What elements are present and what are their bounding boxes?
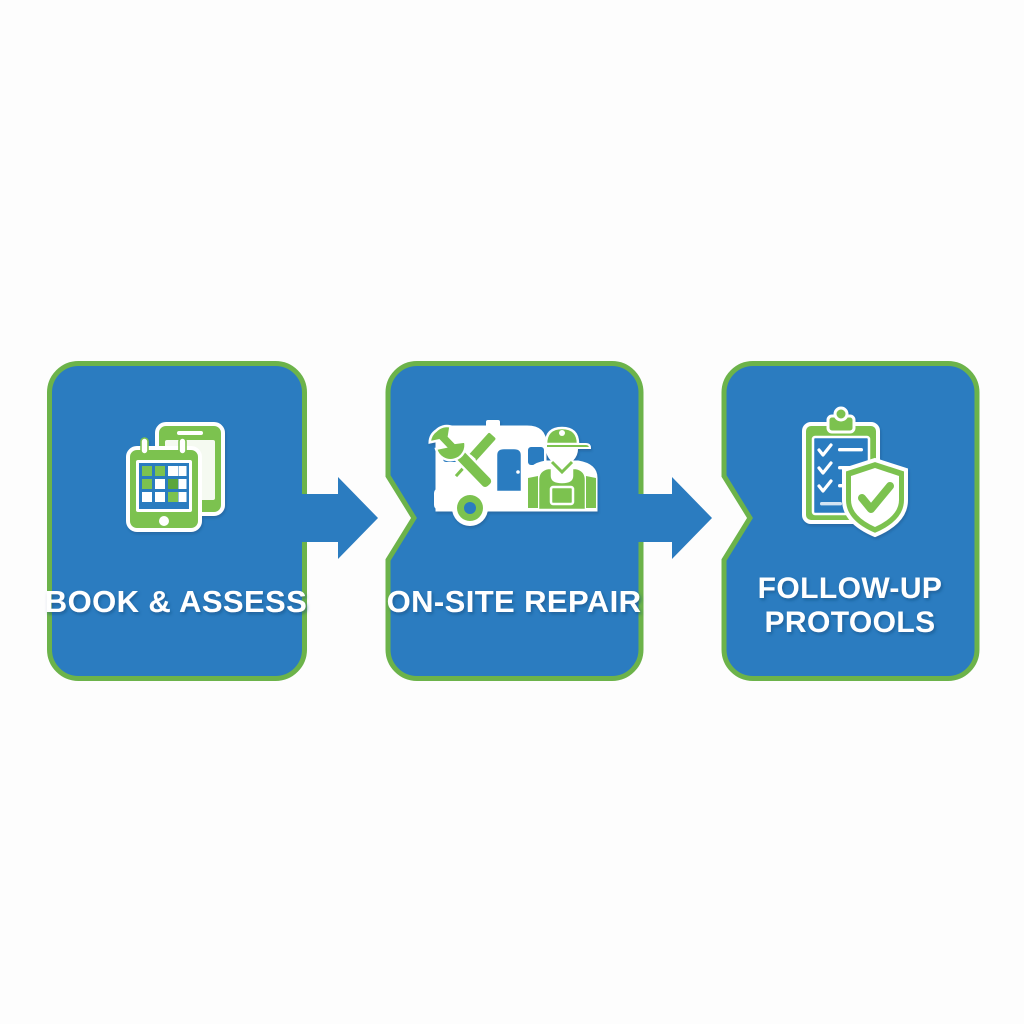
- calendar-tablet-booking-icon: [126, 422, 225, 532]
- step-card-3[interactable]: FOLLOW-UP PROTOOLS: [721, 361, 980, 681]
- step-card-2[interactable]: ON-SITE REPAIR: [385, 361, 644, 681]
- step-3-label-line-1: FOLLOW-UP: [758, 572, 943, 605]
- arrow-connector-1: [288, 477, 378, 559]
- arrow-right-icon: [622, 477, 712, 559]
- step-3-label-line-2: PROTOOLS: [765, 606, 936, 639]
- wrench-shape: [428, 424, 494, 490]
- step-card-1[interactable]: BOOK & ASSESS: [45, 361, 307, 681]
- clipboard-checklist-shield-icon: [802, 406, 908, 538]
- arrow-right-icon: [288, 477, 378, 559]
- arrow-connector-2: [622, 477, 712, 559]
- step-1-label: BOOK & ASSESS: [45, 584, 307, 619]
- step-2-label: ON-SITE REPAIR: [387, 584, 642, 619]
- card-2-background: [385, 361, 644, 681]
- technician-figure: [526, 426, 598, 512]
- rv-technician-tools-icon: [428, 420, 598, 526]
